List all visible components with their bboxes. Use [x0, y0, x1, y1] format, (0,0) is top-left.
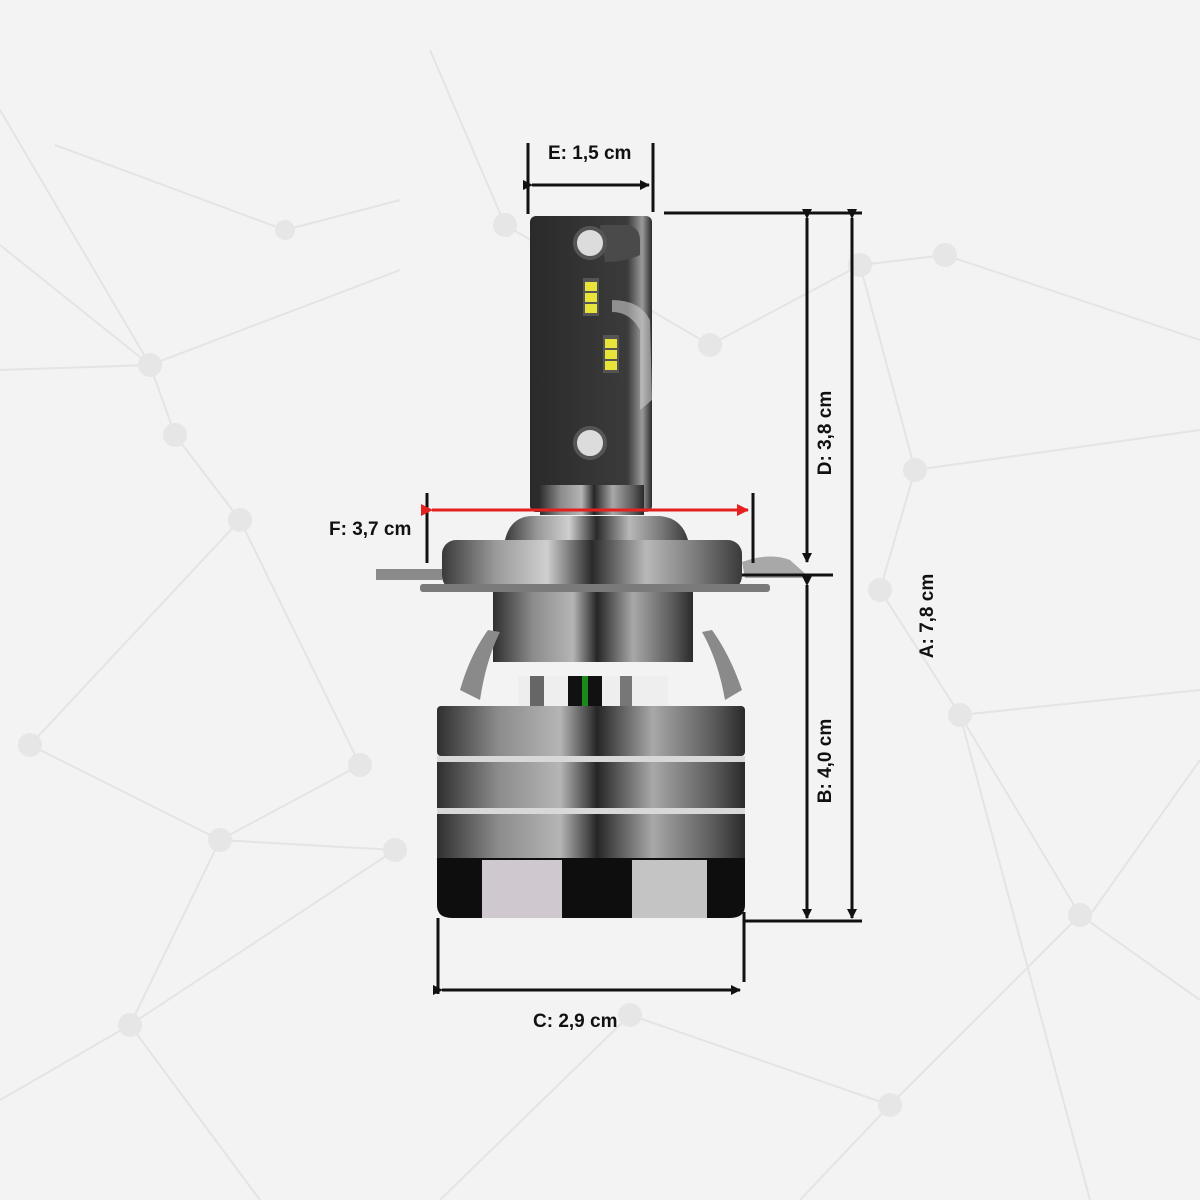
dimension-c-label: C: 2,9 cm: [533, 1011, 618, 1032]
dimension-b-label: B: 4,0 cm: [815, 718, 836, 804]
mounting-flange: [376, 516, 810, 592]
base-cap: [437, 858, 745, 918]
dimension-c-lines: [433, 912, 746, 995]
dimension-f-label: F: 3,7 cm: [329, 519, 412, 540]
neck-and-fins: [460, 592, 742, 706]
dimension-d-label: D: 3,8 cm: [815, 390, 836, 476]
dimension-a-label: A: 7,8 cm: [917, 573, 938, 659]
heatsink-body: [437, 706, 745, 858]
dimension-e-lines: [523, 143, 655, 214]
dimension-e-label: E: 1,5 cm: [548, 143, 632, 164]
